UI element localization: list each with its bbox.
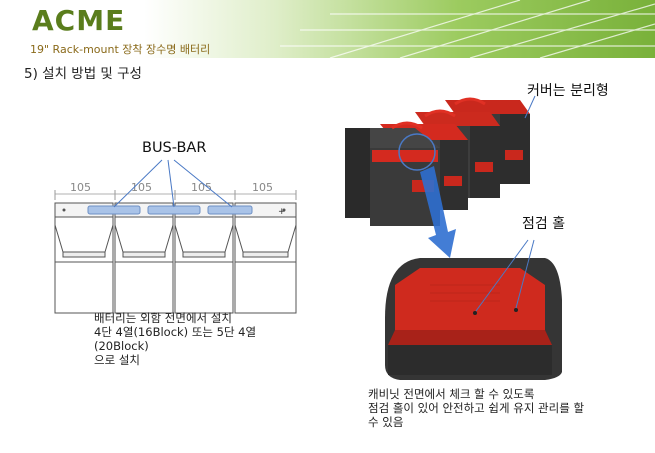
dimension-labels: 105 105 105 105 bbox=[70, 181, 273, 194]
desc-line: 으로 설치 bbox=[94, 353, 140, 367]
battery-array-illustration bbox=[345, 97, 530, 226]
header-subtitle: 19" Rack-mount 장착 장수명 배터리 bbox=[30, 43, 211, 56]
bus-bar-connectors bbox=[87, 205, 253, 215]
svg-text:+: + bbox=[278, 207, 286, 217]
maintenance-description: 캐비닛 전면에서 체크 할 수 있도록 점검 홀이 있어 안전하고 쉽게 유지 … bbox=[368, 387, 638, 429]
desc-line: (20Block) bbox=[94, 339, 149, 353]
inspection-hole-detail bbox=[385, 258, 562, 380]
zoom-arrow bbox=[420, 166, 456, 258]
header-banner: ACME 19" Rack-mount 장착 장수명 배터리 bbox=[0, 0, 655, 58]
inspection-hole-label: 점검 홀 bbox=[522, 216, 566, 232]
cover-callout-line bbox=[524, 95, 536, 119]
installation-description: 배터리는 외함 전면에서 설치 4단 4열(16Block) 또는 5단 4열 … bbox=[94, 311, 294, 367]
hole-callout-lines bbox=[475, 239, 535, 312]
busbar-callout-lines bbox=[113, 159, 233, 208]
desc-line: 4단 4열(16Block) 또는 5단 4열 bbox=[94, 325, 257, 339]
logo-text: ACME bbox=[32, 4, 126, 37]
dimension-label: 105 bbox=[70, 181, 91, 194]
busbar-label: BUS-BAR bbox=[142, 140, 207, 156]
header-grid-pattern bbox=[280, 0, 655, 58]
battery-front-diagram: + bbox=[54, 190, 297, 314]
acme-logo: ACME bbox=[32, 4, 125, 37]
desc-line: 배터리는 외함 전면에서 설치 bbox=[94, 311, 232, 325]
dimension-label: 105 bbox=[191, 181, 212, 194]
desc-line: 점검 홀이 있어 안전하고 쉽게 유지 관리를 할 bbox=[368, 401, 585, 415]
desc-line: 수 있음 bbox=[368, 415, 404, 429]
section-title: 5) 설치 방법 및 구성 bbox=[24, 66, 142, 82]
cover-label: 커버는 분리형 bbox=[527, 83, 609, 99]
desc-line: 캐비닛 전면에서 체크 할 수 있도록 bbox=[368, 387, 535, 401]
dimension-label: 105 bbox=[252, 181, 273, 194]
dimension-label: 105 bbox=[131, 181, 152, 194]
